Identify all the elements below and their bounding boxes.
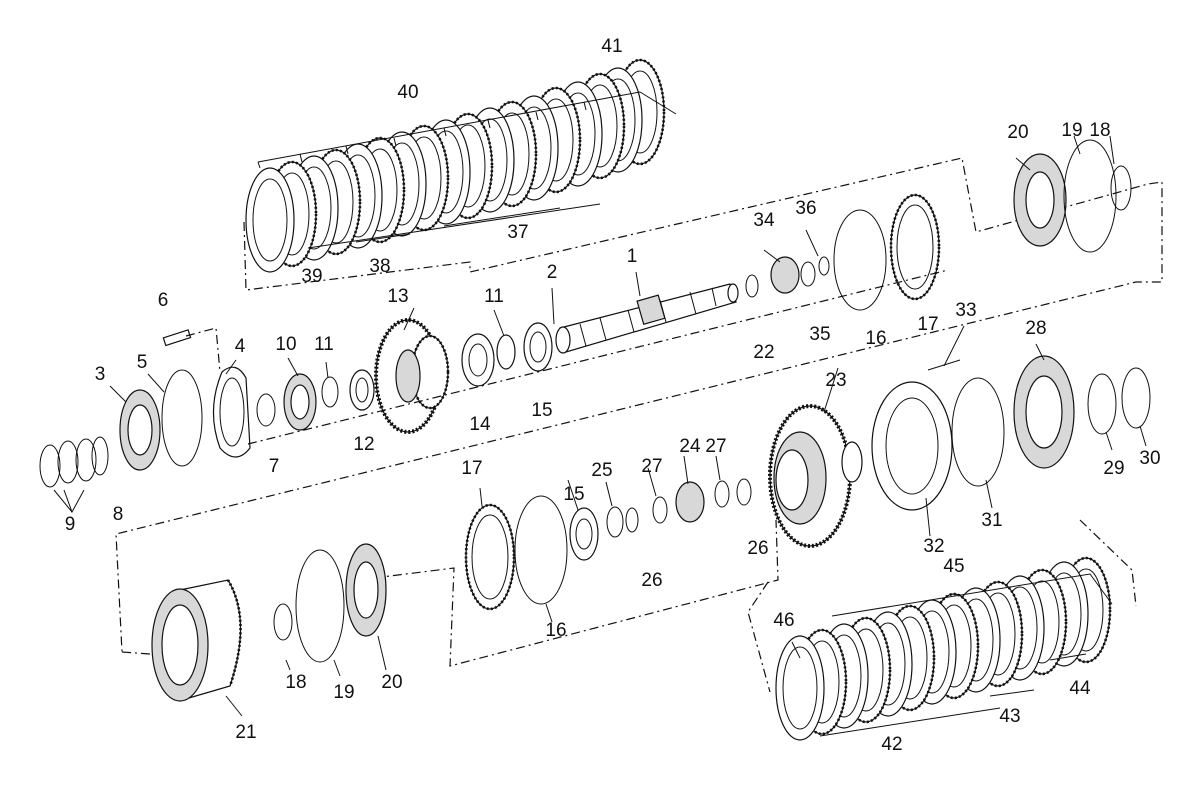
part-label-7: 7 xyxy=(269,456,280,477)
part-15-lower xyxy=(569,507,599,561)
part-label-10: 10 xyxy=(275,334,296,355)
snap-ring-16-lower xyxy=(514,495,568,605)
bearing-20-lower xyxy=(345,543,387,637)
part-label-24: 24 xyxy=(679,436,701,457)
upper-clutch-pack xyxy=(245,58,666,273)
part-label-26: 26 xyxy=(747,538,768,559)
part-label-17: 17 xyxy=(461,458,482,479)
part-labels: 1234567891011111213141515161617171818191… xyxy=(65,36,1161,755)
part-label-19: 19 xyxy=(1061,120,1082,141)
part-label-34: 34 xyxy=(753,210,775,231)
part-label-13: 13 xyxy=(387,286,408,307)
part-label-3: 3 xyxy=(95,364,106,385)
part-label-43: 43 xyxy=(999,706,1020,727)
part-label-6: 6 xyxy=(158,290,169,311)
part-label-44: 44 xyxy=(1069,678,1091,699)
bearing-3 xyxy=(119,389,161,471)
part-label-8: 8 xyxy=(113,504,124,525)
part-label-32: 32 xyxy=(923,536,944,557)
snap-ring-16-upper xyxy=(833,209,887,311)
part-label-46: 46 xyxy=(773,610,794,631)
part-label-2: 2 xyxy=(547,262,558,283)
part-label-17: 17 xyxy=(917,314,938,335)
part-label-1: 1 xyxy=(627,246,638,267)
ring-31 xyxy=(951,377,1005,487)
part-label-33: 33 xyxy=(955,300,976,321)
part-label-31: 31 xyxy=(981,510,1002,531)
part-12 xyxy=(349,369,375,411)
part-label-5: 5 xyxy=(137,352,148,373)
part-label-11: 11 xyxy=(314,334,334,355)
part-label-30: 30 xyxy=(1139,448,1160,469)
part-label-45: 45 xyxy=(943,556,964,577)
part-label-20: 20 xyxy=(1007,122,1028,143)
part-label-22: 22 xyxy=(753,342,774,363)
part-label-37: 37 xyxy=(507,222,528,243)
part-label-19: 19 xyxy=(333,682,354,703)
part-label-12: 12 xyxy=(353,434,374,455)
part-label-18: 18 xyxy=(285,672,306,693)
drum-21 xyxy=(151,579,242,702)
part-label-21: 21 xyxy=(235,722,256,743)
needle-bearing-34 xyxy=(770,256,800,294)
gear-23 xyxy=(768,404,863,548)
part-label-15: 15 xyxy=(563,484,584,505)
leader-lines xyxy=(109,135,1147,717)
part-label-16: 16 xyxy=(545,620,566,641)
part-label-18: 18 xyxy=(1089,120,1110,141)
ring-5 xyxy=(161,369,203,467)
part-label-28: 28 xyxy=(1025,318,1046,339)
main-shaft xyxy=(555,283,739,354)
part-label-14: 14 xyxy=(469,414,491,435)
gear-13 xyxy=(374,318,450,434)
part-label-20: 20 xyxy=(381,672,402,693)
part-14 xyxy=(461,333,495,387)
part-label-27: 27 xyxy=(705,436,726,457)
plate-4 xyxy=(212,366,251,458)
part-label-27: 27 xyxy=(641,456,662,477)
part-label-41: 41 xyxy=(601,36,622,57)
part-label-36: 36 xyxy=(795,198,816,219)
part-15-upper xyxy=(523,322,553,372)
part-label-4: 4 xyxy=(235,336,246,357)
part-label-39: 39 xyxy=(301,266,322,287)
part-label-26: 26 xyxy=(641,570,662,591)
plate-32 xyxy=(871,381,953,511)
part-label-42: 42 xyxy=(881,734,902,755)
part-label-9: 9 xyxy=(65,514,76,535)
part-label-35: 35 xyxy=(809,324,830,345)
needle-bearing-24 xyxy=(675,481,705,523)
lower-clutch-pack xyxy=(775,556,1112,741)
part-label-25: 25 xyxy=(591,460,612,481)
part-label-38: 38 xyxy=(369,256,390,277)
part-label-40: 40 xyxy=(397,82,418,103)
part-label-23: 23 xyxy=(825,370,846,391)
part-label-29: 29 xyxy=(1103,458,1124,479)
part-label-16: 16 xyxy=(865,328,886,349)
ring-19-lower xyxy=(295,549,345,663)
bearing-28 xyxy=(1013,355,1075,469)
part-label-11: 11 xyxy=(484,286,504,307)
part-label-15: 15 xyxy=(531,400,552,421)
